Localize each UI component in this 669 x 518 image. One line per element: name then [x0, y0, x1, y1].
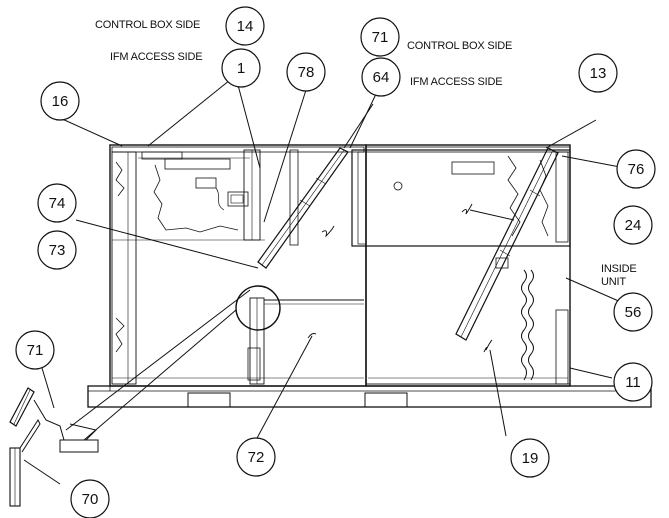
callout-circle	[286, 52, 326, 92]
callout-number: 19	[522, 450, 539, 467]
callout-c70: 70	[70, 479, 110, 518]
callout-circle	[221, 48, 261, 88]
callout-c64: 64	[361, 57, 401, 97]
filter-rack-right	[455, 147, 559, 341]
callout-number: 16	[52, 93, 69, 110]
callout-circle	[578, 53, 618, 93]
note-control-box-side-2: CONTROL BOX SIDE	[407, 40, 512, 52]
leader-lines	[23, 79, 637, 485]
callout-number: 71	[372, 29, 389, 46]
note-inside: INSIDE	[601, 263, 636, 275]
note-ifm-access-side-2: IFM ACCESS SIDE	[410, 76, 502, 88]
callout-c78: 78	[286, 52, 326, 92]
callout-c24: 24	[613, 205, 653, 245]
right-section-frame	[351, 144, 571, 387]
callout-number: 64	[373, 69, 390, 86]
callout-circle	[616, 149, 656, 189]
callout-circle	[37, 230, 77, 270]
callout-circle	[613, 362, 653, 402]
callout-c72: 72	[236, 437, 276, 477]
callout-circle	[40, 81, 80, 121]
callout-circle	[15, 330, 55, 370]
callout-circle	[361, 57, 401, 97]
callout-c11: 11	[613, 362, 653, 402]
callout-circle	[613, 292, 653, 332]
callout-c56: 56	[613, 292, 653, 332]
callout-circle	[70, 479, 110, 518]
callout-circle	[510, 438, 550, 478]
callout-circle	[360, 17, 400, 57]
callout-number: 24	[625, 217, 642, 234]
callout-number: 56	[625, 304, 642, 321]
callout-c14: 14	[225, 6, 265, 46]
callout-circle	[225, 6, 265, 46]
callout-c16: 16	[40, 81, 80, 121]
callout-c74: 74	[37, 183, 77, 223]
base-rail	[87, 385, 652, 408]
callout-c1: 1	[221, 48, 261, 88]
left-section-frame	[109, 144, 367, 387]
filter-rack-left	[257, 147, 349, 269]
callout-c76: 76	[616, 149, 656, 189]
callout-number: 71	[27, 342, 44, 359]
callout-circle	[613, 205, 653, 245]
callout-number: 76	[628, 161, 645, 178]
callout-number: 1	[237, 60, 245, 77]
callout-number: 78	[298, 64, 315, 81]
callout-number: 13	[590, 65, 607, 82]
callout-c13: 13	[578, 53, 618, 93]
callout-number: 11	[625, 374, 641, 391]
note-ifm-access-side-1: IFM ACCESS SIDE	[110, 51, 202, 63]
callout-c71top: 71	[360, 17, 400, 57]
callout-circle	[236, 437, 276, 477]
note-unit: UNIT	[601, 276, 626, 288]
detail-inset	[9, 387, 99, 507]
pointer-marks	[307, 203, 493, 353]
note-control-box-side-1: CONTROL BOX SIDE	[95, 19, 200, 31]
callout-number: 70	[82, 491, 99, 508]
callout-number: 72	[248, 449, 265, 466]
callout-number: 73	[49, 242, 66, 259]
callout-number: 14	[237, 18, 254, 35]
callout-c71left: 71	[15, 330, 55, 370]
callout-c73: 73	[37, 230, 77, 270]
callout-number: 74	[49, 195, 66, 212]
callout-circle	[37, 183, 77, 223]
callout-layer: 14 1 78 71 64 13 16 76 74 24 73 56 71 11 72 19 70	[15, 6, 656, 518]
callout-c19: 19	[510, 438, 550, 478]
detail-circle	[235, 285, 281, 331]
